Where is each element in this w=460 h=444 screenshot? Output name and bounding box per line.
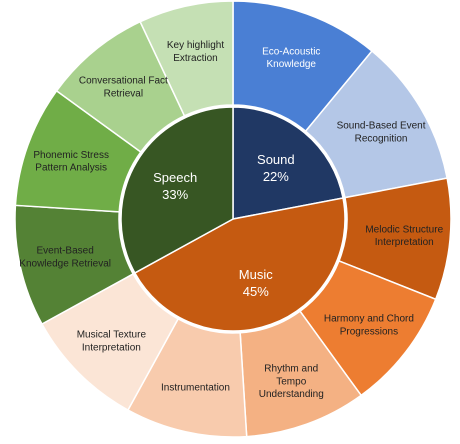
outer-ring [14,0,452,438]
outer-label-melodic-structure-interpretation-line: Interpretation [375,237,434,248]
inner-slice-sound [232,106,344,220]
outer-slice-key-highlight-extraction [139,0,234,117]
outer-label-event-based-knowledge-retrieval-line: Knowledge Retrieval [19,258,111,269]
outer-label-sound-based-event-recognition-line: Sound-Based Event [337,121,426,132]
inner-label-percent: 22% [263,169,289,184]
outer-label-instrumentation-line: Instrumentation [161,382,230,393]
outer-label-eco-acoustic-knowledge-line: Knowledge [267,59,317,70]
outer-label-phonemic-stress-pattern-analysis-line: Phonemic Stress [33,150,109,161]
outer-label-phonemic-stress-pattern-analysis-line: Pattern Analysis [35,163,107,174]
outer-label-key-highlight-extraction-line: Extraction [173,53,217,64]
inner-label-speech: Speech 33% [153,170,197,202]
outer-label-rhythm-and-tempo-understanding-line: Understanding [259,389,324,400]
inner-slice-music [133,197,346,332]
outer-label-musical-texture-interpretation-line: Musical Texture [77,330,147,341]
outer-label-melodic-structure-interpretation-line: Melodic Structure [365,224,443,235]
outer-label-key-highlight-extraction-line: Key highlight [167,40,224,51]
inner-label-percent: 33% [162,187,188,202]
outer-label-event-based-knowledge-retrieval-line: Event-Based [37,246,94,257]
inner-label-music: Music 45% [239,267,273,299]
outer-label-eco-acoustic-knowledge-line: Eco-Acoustic [262,46,320,57]
outer-label-rhythm-and-tempo-understanding-line: Rhythm and [264,364,318,375]
outer-label-sound-based-event-recognition-line: Recognition [355,133,408,144]
inner-ring [120,106,346,332]
inner-label-sound: Sound 22% [257,152,295,184]
outer-label-instrumentation: Instrumentation [161,382,230,393]
inner-label-percent: 45% [243,284,269,299]
outer-label-harmony-and-chord-progressions-line: Harmony and Chord [324,314,414,325]
outer-label-harmony-and-chord-progressions-line: Progressions [340,326,398,337]
outer-label-rhythm-and-tempo-understanding-line: Tempo [276,376,306,387]
outer-label-conversational-fact-retrieval-line: Retrieval [104,88,143,99]
inner-label-name: Sound [257,152,295,167]
inner-label-name: Music [239,267,273,282]
inner-labels: Sound 22% Music 45% Speech 33% [153,152,295,299]
outer-label-musical-texture-interpretation-line: Interpretation [82,343,141,354]
inner-slice-speech [120,106,234,274]
inner-label-name: Speech [153,170,197,185]
outer-label-conversational-fact-retrieval-line: Conversational Fact [79,76,168,87]
